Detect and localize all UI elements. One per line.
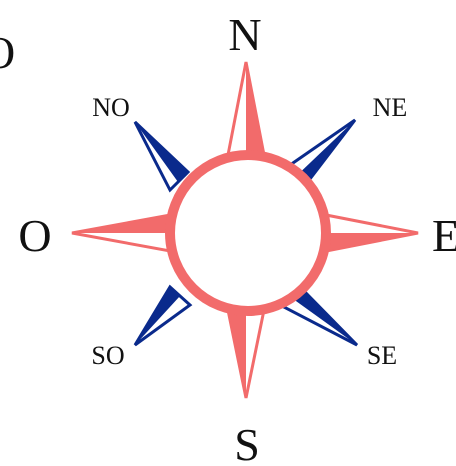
label-southeast: SE [367, 341, 397, 370]
label-south: S [234, 419, 260, 466]
label-northeast: NE [373, 93, 408, 122]
compass-ring [170, 155, 326, 311]
point-north [228, 62, 264, 155]
point-east [326, 215, 418, 251]
label-east: E [432, 210, 456, 261]
point-northwest [135, 122, 188, 190]
label-southwest: SO [91, 341, 124, 370]
point-west [72, 215, 170, 251]
label-northwest: NO [92, 93, 130, 122]
point-south [228, 310, 264, 398]
cut-off-letter: O [0, 27, 15, 78]
point-southwest [135, 287, 190, 345]
label-west: O [18, 210, 51, 261]
label-north: N [228, 9, 261, 60]
